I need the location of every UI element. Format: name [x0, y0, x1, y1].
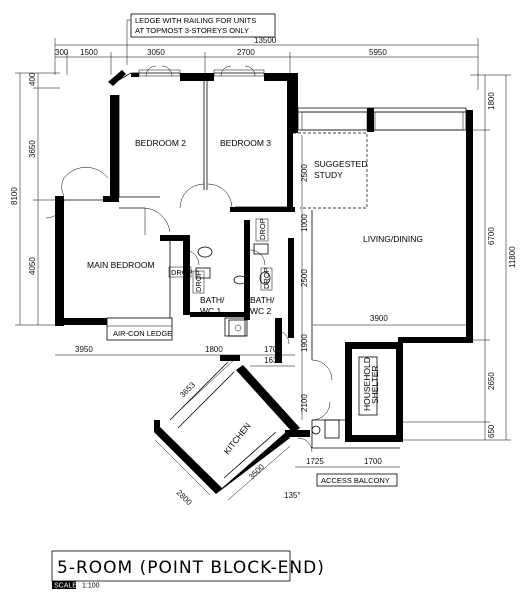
dim-1800: 1800	[487, 92, 496, 110]
dim-3050: 3050	[147, 48, 165, 57]
door-swings	[45, 167, 333, 453]
drop-label-3: DROP	[194, 270, 203, 292]
label-bath-1-b: WC 1	[200, 306, 222, 316]
dim-1000: 1000	[300, 214, 309, 232]
top-dimensions: 13500 300 1500 3050 2700 5950	[54, 36, 479, 90]
label-access-balcony: ACCESS BALCONY	[321, 476, 390, 485]
dim-3950: 3950	[75, 345, 93, 354]
label-kitchen: KITCHEN	[222, 421, 253, 457]
dim-2500-a: 2500	[300, 164, 309, 182]
right-dimensions: 1800 6700 2650 650 11800	[400, 74, 517, 441]
dim-3900: 3900	[370, 314, 388, 323]
dim-400: 400	[28, 72, 37, 86]
label-living-dining: LIVING/DINING	[363, 234, 423, 244]
dim-1900: 1900	[300, 334, 309, 352]
windows	[138, 65, 464, 131]
label-aircon-ledge: AIR-CON LEDGE	[113, 329, 172, 338]
dim-4050: 4050	[28, 257, 37, 275]
dim-3650: 3650	[28, 140, 37, 158]
label-suggested: SUGGESTED	[314, 159, 367, 169]
dim-6700: 6700	[487, 227, 496, 245]
drop-label-1: DROP	[258, 218, 267, 240]
dim-2500-b: 2500	[300, 269, 309, 287]
dim-2100: 2100	[300, 394, 309, 412]
dim-1725: 1725	[306, 457, 324, 466]
label-study: STUDY	[314, 170, 343, 180]
dim-11800: 11800	[508, 246, 517, 268]
drop-label-2: DROP	[171, 268, 193, 277]
drop-label-4: DROP	[262, 267, 271, 289]
room-labels: BEDROOM 2 BEDROOM 3 MAIN BEDROOM SUGGEST…	[87, 138, 423, 487]
title-text: 5-ROOM (POINT BLOCK-END)	[57, 558, 325, 578]
label-main-bedroom: MAIN BEDROOM	[87, 260, 155, 270]
dim-angle-135: 135°	[284, 491, 301, 500]
dim-1800: 1800	[205, 345, 223, 354]
label-household: HOUSEHOLD	[362, 357, 372, 411]
dim-1500: 1500	[80, 48, 98, 57]
plan-title: 5-ROOM (POINT BLOCK-END) SCALE 1:100	[51, 550, 325, 590]
bath-fixtures	[195, 243, 340, 439]
left-dimensions: 8100 400 3650 4050	[10, 72, 60, 326]
label-shelter: SHELTER	[370, 365, 380, 404]
note-line-1: LEDGE WITH RAILING FOR UNITS	[135, 16, 256, 25]
dim-2700: 2700	[237, 48, 255, 57]
dim-650: 650	[487, 424, 496, 438]
label-bedroom-3: BEDROOM 3	[220, 138, 271, 148]
label-bath-2-b: WC 2	[250, 306, 272, 316]
drop-labels: DROP DROP DROP DROP	[168, 218, 273, 294]
dim-1700-b: 1700	[364, 457, 382, 466]
dim-1635: 1635	[264, 356, 282, 365]
ledge-note: LEDGE WITH RAILING FOR UNITS AT TOPMOST …	[126, 13, 276, 65]
dim-total-width: 13500	[254, 36, 277, 45]
label-bedroom-2: BEDROOM 2	[135, 138, 186, 148]
dim-8100: 8100	[10, 187, 19, 205]
dim-2800: 2800	[175, 488, 194, 507]
walls	[55, 70, 473, 494]
dim-2650: 2650	[487, 372, 496, 390]
dim-5950: 5950	[369, 48, 387, 57]
dim-1700-a: 1700	[264, 345, 282, 354]
dim-300: 300	[55, 48, 69, 57]
scale-label: SCALE	[54, 583, 77, 590]
note-line-2: AT TOPMOST 3-STOREYS ONLY	[135, 26, 249, 35]
label-bath-2-a: BATH/	[250, 295, 275, 305]
label-bath-1-a: BATH/	[200, 295, 225, 305]
scale-value: 1:100	[82, 583, 100, 590]
